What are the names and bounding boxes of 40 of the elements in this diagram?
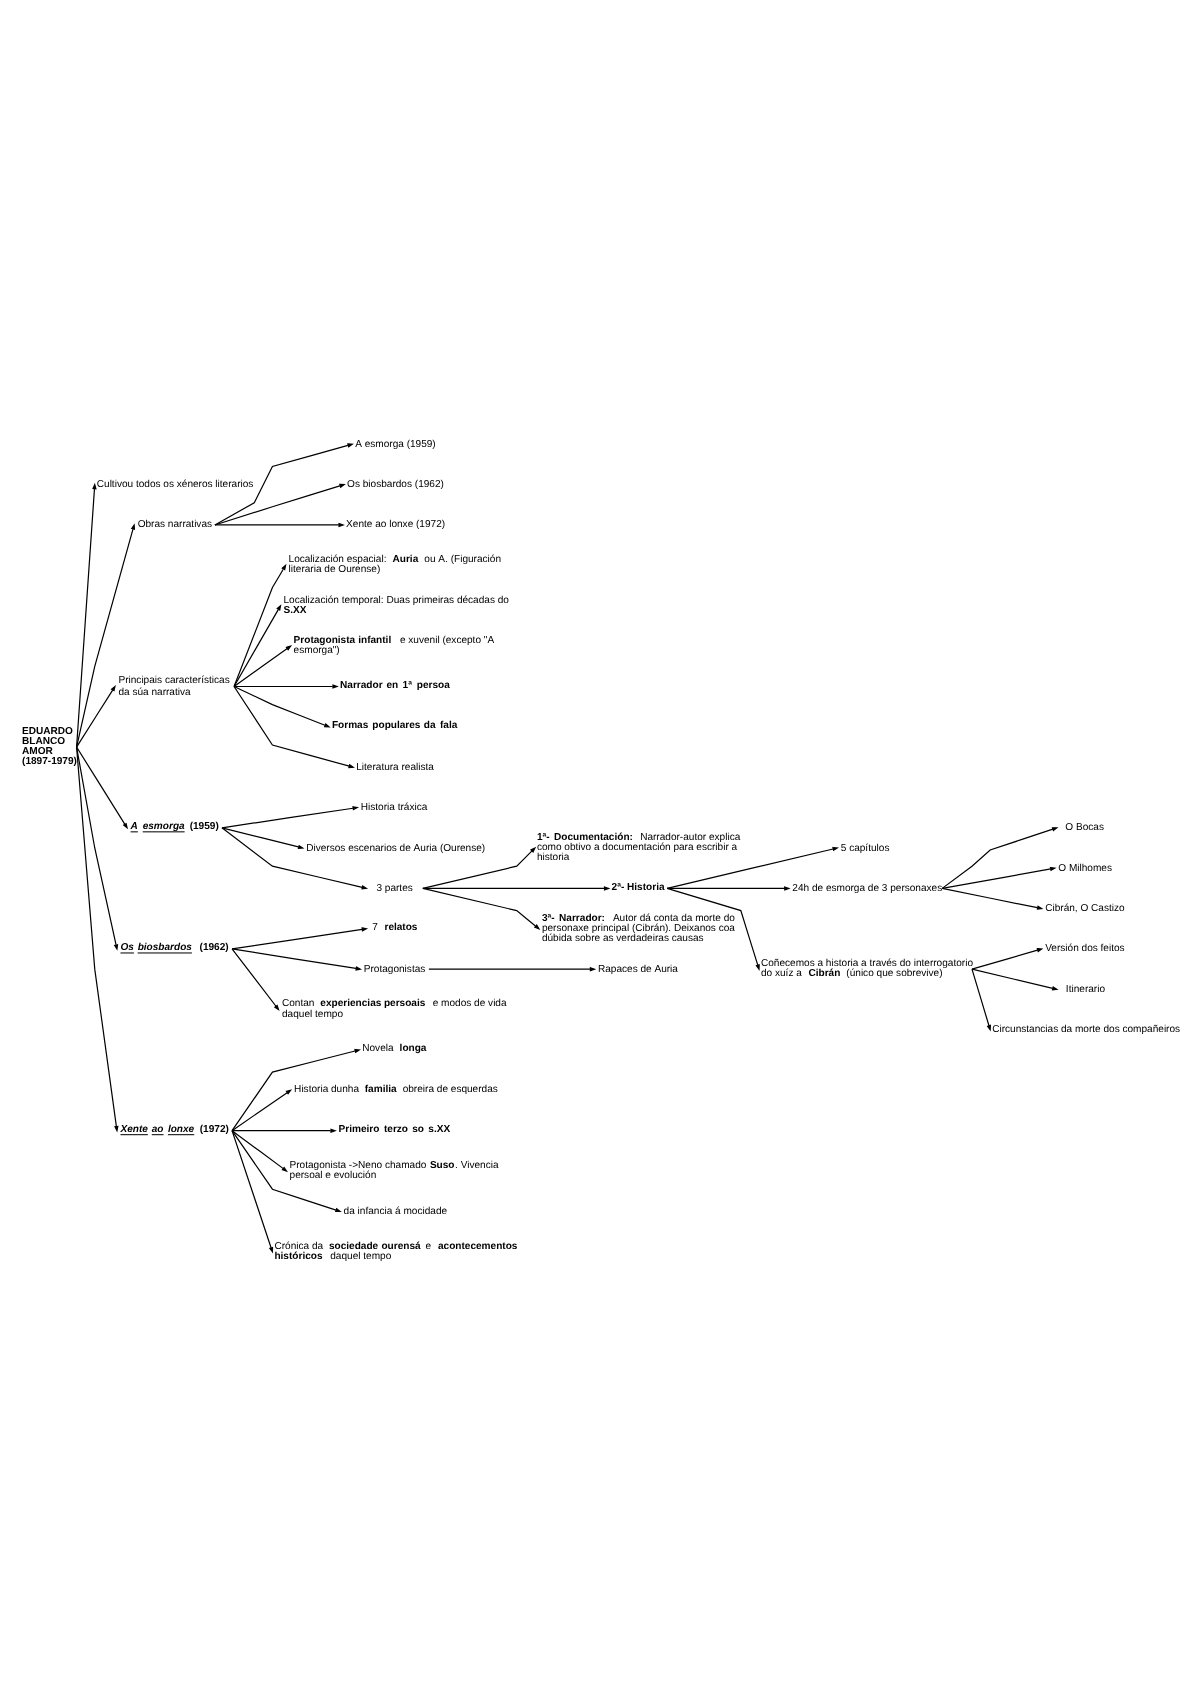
arrow	[231, 1128, 337, 1133]
arrow	[231, 1089, 293, 1132]
arrow	[221, 827, 369, 890]
arrow	[233, 684, 339, 689]
arrow	[941, 827, 1059, 889]
arrow	[221, 806, 360, 829]
arrow	[76, 746, 129, 830]
arrow	[231, 948, 280, 1011]
arrow	[231, 1048, 361, 1132]
arrow	[422, 886, 611, 891]
arrow	[221, 827, 305, 850]
arrow	[233, 685, 331, 728]
arrow	[971, 948, 1044, 970]
arrow	[231, 1130, 274, 1254]
arrow	[666, 887, 760, 971]
arrow	[76, 523, 136, 748]
arrow	[231, 1130, 289, 1173]
arrow	[214, 522, 345, 528]
arrow	[422, 846, 537, 889]
arrow	[971, 968, 1059, 991]
arrow	[76, 482, 97, 748]
arrow	[233, 604, 282, 688]
arrow	[231, 927, 369, 950]
arrow	[214, 483, 346, 526]
arrow	[76, 684, 116, 748]
arrow	[233, 685, 355, 769]
arrow	[666, 886, 791, 891]
arrow	[76, 746, 119, 1133]
arrow	[231, 1130, 342, 1213]
arrow	[214, 443, 354, 526]
arrow	[233, 645, 293, 688]
arrow	[422, 887, 541, 930]
arrow	[233, 563, 287, 688]
arrow	[971, 968, 991, 1032]
arrow	[666, 846, 839, 889]
arrow	[76, 746, 119, 951]
arrow	[231, 948, 363, 971]
arrow	[941, 866, 1057, 889]
arrow	[428, 966, 597, 972]
arrow	[941, 887, 1044, 910]
